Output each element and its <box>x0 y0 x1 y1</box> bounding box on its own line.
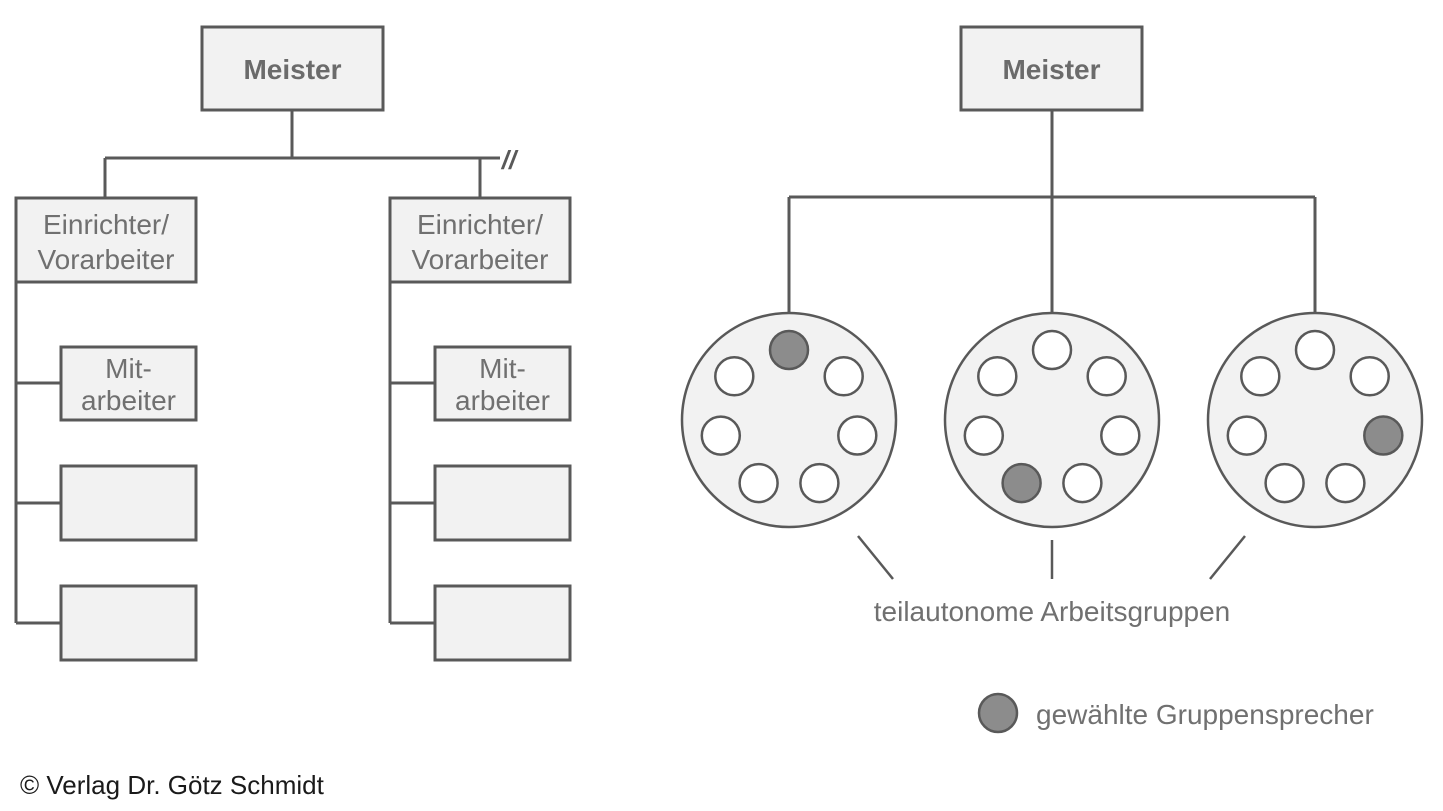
branch2-lead-line2: Vorarbeiter <box>412 244 549 275</box>
group1-pointer <box>857 535 894 580</box>
branch2-worker-line2: arbeiter <box>455 385 550 416</box>
left-branch-1: Einrichter/ Vorarbeiter Mit- arbeiter <box>14 196 198 662</box>
group-member <box>1240 356 1281 397</box>
group-speaker <box>768 329 810 371</box>
group-member <box>1100 415 1141 456</box>
group-member <box>738 462 779 504</box>
legend-speaker-swatch <box>977 692 1019 734</box>
work-groups <box>680 311 1424 529</box>
left-hierarchy-chart: Meister // Einrichter/ Vorarbeiter Mit- … <box>14 25 572 662</box>
branch1-lead-line1: Einrichter/ <box>43 209 169 240</box>
legend: gewählte Gruppensprecher <box>977 692 1374 734</box>
group-member <box>977 356 1018 397</box>
branch2-worker-line1: Mit- <box>479 353 526 384</box>
groups-label: teilautonome Arbeitsgruppen <box>874 596 1230 627</box>
group-member <box>1031 329 1073 371</box>
group-member <box>1294 329 1336 371</box>
copyright-notice: © Verlag Dr. Götz Schmidt <box>20 770 325 800</box>
left-branch-2: Einrichter/ Vorarbeiter Mit- arbeiter <box>388 196 572 662</box>
group-member <box>1086 356 1127 397</box>
group-member <box>1062 462 1103 504</box>
right-head-label: Meister <box>1002 54 1100 85</box>
group-member <box>963 415 1005 456</box>
group-member <box>700 415 742 456</box>
group-speaker <box>1363 415 1404 456</box>
group-member <box>1349 356 1390 397</box>
group-member <box>714 356 755 397</box>
group-member <box>1325 462 1366 504</box>
group-member <box>1264 462 1305 504</box>
branch1-worker-box-2 <box>59 464 198 542</box>
group-member <box>1226 415 1268 456</box>
right-group-chart: Meister teilautonome Arbeitsgruppen <box>680 25 1424 627</box>
branch2-worker-box-3 <box>433 584 572 662</box>
branch2-worker-box-1 <box>433 345 572 422</box>
branch1-lead-line2: Vorarbeiter <box>38 244 175 275</box>
group3-pointer <box>1209 535 1246 580</box>
break-mark: // <box>501 145 519 175</box>
left-head-label: Meister <box>243 54 341 85</box>
branch2-worker-box-2 <box>433 464 572 542</box>
group-member <box>837 415 878 456</box>
right-head-box <box>959 25 1144 112</box>
branch1-lead-box <box>14 196 198 284</box>
group-member <box>799 462 840 504</box>
group-member <box>823 356 864 397</box>
branch2-lead-box <box>388 196 572 284</box>
branch2-lead-line1: Einrichter/ <box>417 209 543 240</box>
left-head-box <box>200 25 385 112</box>
legend-speaker-label: gewählte Gruppensprecher <box>1036 699 1374 730</box>
group-speaker <box>1001 462 1042 504</box>
branch1-worker-box-3 <box>59 584 198 662</box>
branch1-worker-line2: arbeiter <box>81 385 176 416</box>
branch1-worker-line1: Mit- <box>105 353 152 384</box>
branch1-worker-box-1 <box>59 345 198 422</box>
